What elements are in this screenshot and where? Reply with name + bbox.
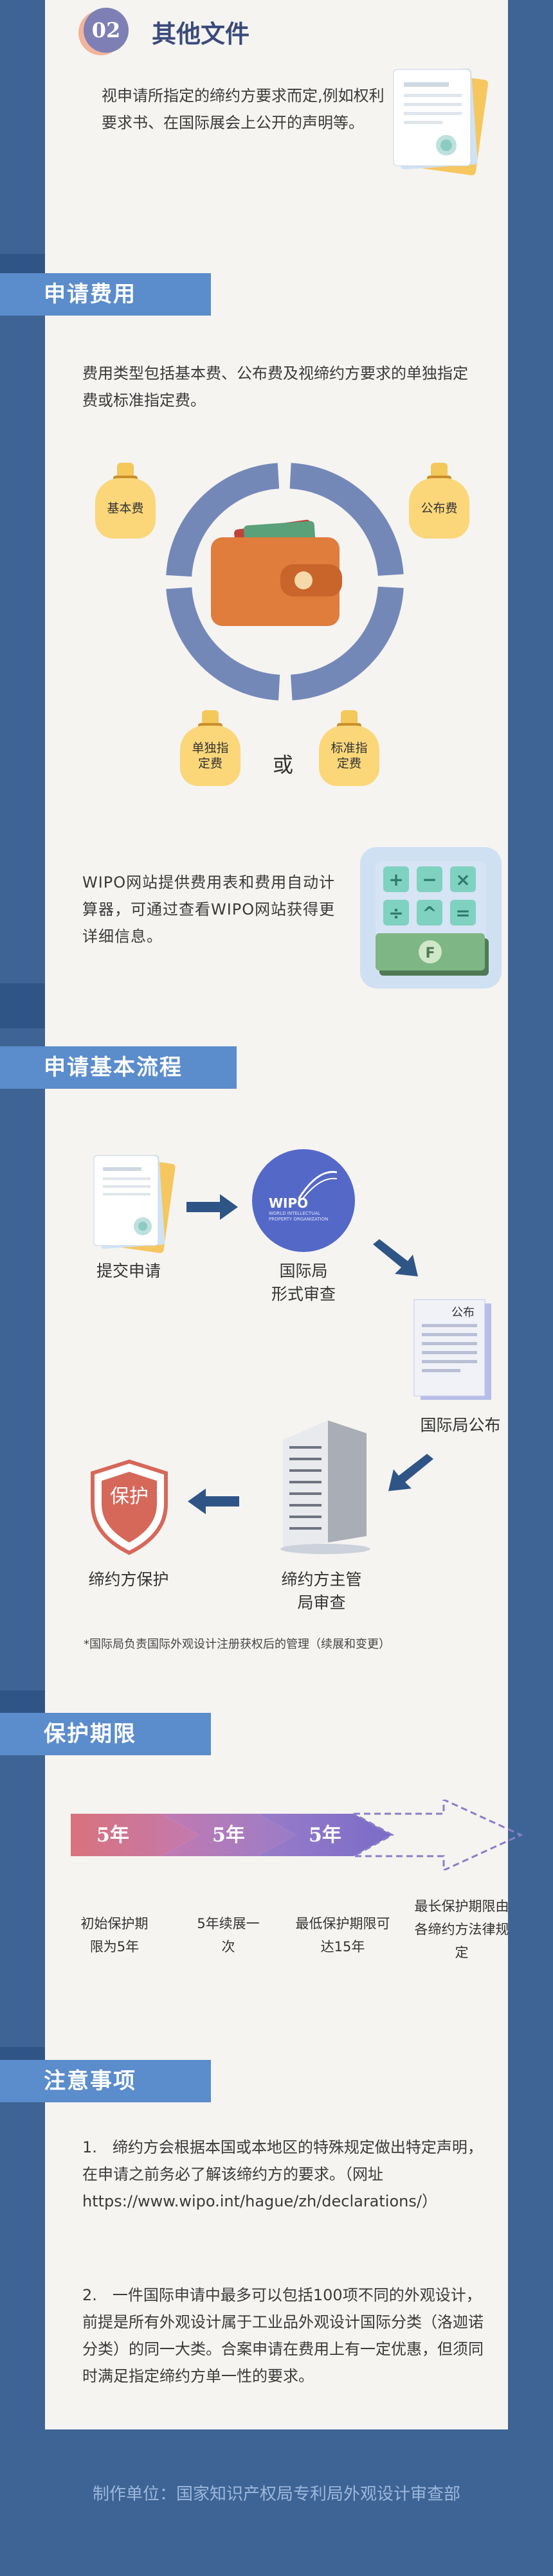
section-badge: 02 bbox=[84, 8, 129, 53]
arrow-down-left-icon bbox=[388, 1454, 433, 1491]
term-chevron-2: 5年 bbox=[212, 1824, 245, 1847]
process-note: *国际局负责国际外观设计注册获权后的管理（续展和变更） bbox=[84, 1638, 390, 1651]
term-heading: 保护期限 bbox=[0, 1713, 211, 1755]
wipo-fee-text: WIPO网站提供费用表和费用自动计算器，可通过查看WIPO网站获得更详细信息。 bbox=[82, 873, 336, 945]
publication-document-icon: 公布 bbox=[413, 1299, 491, 1400]
term-chevrons bbox=[71, 1800, 523, 1870]
fee-ring-chart bbox=[166, 463, 404, 701]
document-stack-icon bbox=[393, 68, 489, 175]
arrow-down-right-icon bbox=[373, 1239, 418, 1276]
svg-text:−: − bbox=[422, 869, 437, 890]
contracting-exam-label: 缔约方主管 局审查 bbox=[281, 1570, 362, 1612]
calculator-icon: + − × ÷ ^ = F bbox=[360, 847, 502, 988]
right-stripe bbox=[0, 983, 45, 1028]
submit-label: 提交申请 bbox=[96, 1262, 161, 1280]
notes-heading: 注意事项 bbox=[0, 2060, 211, 2102]
svg-text:^: ^ bbox=[422, 902, 437, 924]
protection-shield-icon: 保护 bbox=[91, 1459, 168, 1555]
svg-text:公布: 公布 bbox=[451, 1306, 475, 1319]
section-02-text: 视申请所指定的缔约方要求而定,例如权利要求书、在国际展会上公开的声明等。 bbox=[102, 87, 385, 132]
svg-text:=: = bbox=[455, 902, 470, 924]
process-heading: 申请基本流程 bbox=[0, 1046, 237, 1089]
note-2: 2. 一件国际申请中最多可以包括100项不同的外观设计，前提是所有外观设计属于工… bbox=[82, 2286, 484, 2385]
arrow-right-icon bbox=[186, 1194, 238, 1220]
svg-text:+: + bbox=[388, 869, 403, 890]
basic-fee-bag: 基本费 bbox=[95, 463, 156, 539]
term-text-2: 5年续展一次 bbox=[197, 1916, 260, 1954]
protection-label: 缔约方保护 bbox=[88, 1570, 169, 1589]
term-text-3: 最低保护期限可达15年 bbox=[295, 1916, 390, 1954]
publish-fee-bag: 公布费 bbox=[409, 463, 469, 539]
term-text-1: 初始保护期限为5年 bbox=[80, 1916, 149, 1954]
section-title: 其他文件 bbox=[152, 19, 250, 48]
svg-text:×: × bbox=[455, 869, 470, 890]
term-chevron-3: 5年 bbox=[309, 1824, 341, 1847]
publication-label: 国际局公布 bbox=[420, 1416, 501, 1435]
wipo-logo: WIPO WORLD INTELLECTUAL PROPERTY ORGANIZ… bbox=[252, 1149, 355, 1252]
wallet-icon bbox=[211, 519, 342, 626]
term-chevron-1: 5年 bbox=[96, 1824, 129, 1847]
note-1: 1. 缔约方会根据本国或本地区的特殊规定做出特定声明，在申请之前务必了解该缔约方… bbox=[82, 2138, 483, 2210]
arrow-left-icon bbox=[188, 1489, 239, 1514]
standard-fee-bag: 标准指定费 bbox=[319, 710, 379, 786]
or-label: 或 bbox=[273, 753, 294, 777]
submit-document-icon bbox=[93, 1155, 176, 1253]
footer-credit: 制作单位：国家知识产权局专利局外观设计审查部 bbox=[92, 2485, 460, 2504]
fees-intro: 费用类型包括基本费、公布费及视缔约方要求的单独指定费或标准指定费。 bbox=[82, 364, 468, 409]
fees-heading: 申请费用 bbox=[0, 273, 211, 316]
svg-text:保护: 保护 bbox=[110, 1485, 149, 1508]
formal-exam-label: 国际局 形式审查 bbox=[271, 1262, 336, 1303]
building-icon bbox=[280, 1420, 370, 1554]
svg-text:÷: ÷ bbox=[388, 902, 403, 924]
individual-fee-bag: 单独指定费 bbox=[180, 710, 240, 786]
term-text-4: 最长保护期限由各缔约方法律规定 bbox=[414, 1899, 509, 1960]
svg-text:F: F bbox=[425, 945, 435, 962]
